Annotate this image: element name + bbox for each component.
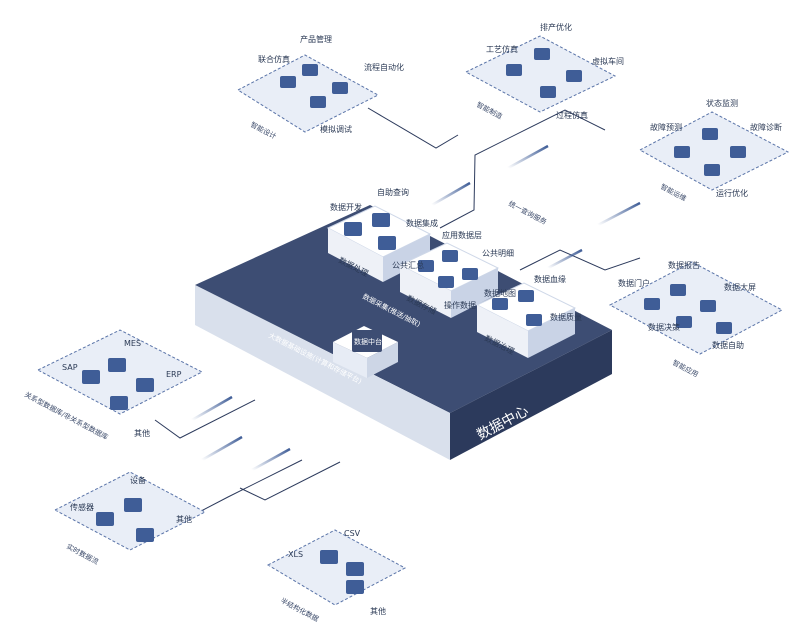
mfg-caption: 智能制造 — [475, 100, 504, 121]
rt-item-sensor: 传感器 — [70, 502, 94, 512]
semi-item-csv: CSV — [344, 529, 361, 538]
ops-item-predict: 故障预测 — [650, 122, 682, 132]
mfg-item-flowsim: 过程仿真 — [556, 110, 588, 120]
cluster-sys — [36, 329, 204, 415]
governance-item-quality: 数据质量 — [550, 312, 582, 322]
sys-item-mes: MES — [124, 339, 141, 348]
ops-item-diagnose: 故障诊断 — [750, 122, 782, 132]
design-item-debug: 模拟调试 — [320, 124, 352, 134]
block-processing — [326, 205, 432, 282]
rt-caption: 实时数据流 — [65, 542, 100, 566]
block-storage — [398, 242, 500, 318]
semi-item-xls: XLS — [288, 550, 303, 559]
connectors — [154, 107, 641, 536]
mfg-item-process: 工艺仿真 — [486, 44, 518, 54]
app-caption: 智能应用 — [671, 358, 700, 379]
sys-item-erp: ERP — [166, 370, 182, 379]
data-mid-label: 数据中台 — [354, 337, 382, 346]
platform-left-side — [195, 285, 450, 460]
shared-query-label: 统一查询服务 — [507, 199, 548, 227]
data-center-platform — [195, 205, 612, 460]
design-caption: 智能设计 — [249, 120, 278, 141]
governance-item-lineage: 数据血缘 — [534, 274, 566, 284]
design-item-product: 产品管理 — [300, 34, 332, 44]
rt-item-device: 设备 — [130, 475, 146, 485]
design-item-cosim: 联合仿真 — [258, 54, 290, 64]
design-item-flow: 流程自动化 — [364, 62, 404, 72]
semi-caption: 半结构化数据 — [279, 596, 320, 624]
cluster-rt — [53, 471, 207, 551]
ops-item-optimize: 运行优化 — [716, 188, 748, 198]
platform-right-side — [450, 330, 612, 460]
rt-item-other: 其他 — [176, 514, 192, 524]
app-item-report: 数据报告 — [668, 260, 700, 270]
app-item-self: 数据自助 — [712, 340, 744, 350]
app-item-decision: 数据决策 — [648, 322, 680, 332]
data-mid-cube — [333, 326, 398, 378]
cluster-ops — [638, 111, 790, 191]
flow-arrows — [191, 144, 641, 472]
cluster-app — [608, 261, 784, 355]
sys-item-sap: SAP — [62, 363, 78, 372]
block-governance — [475, 282, 577, 358]
app-item-portal: 数据门户 — [618, 278, 650, 288]
storage-item-ops: 操作数据 — [444, 300, 476, 310]
storage-item-detail: 公共明细 — [482, 248, 514, 258]
governance-item-map: 数据地图 — [484, 288, 516, 298]
processing-item-query: 自助查询 — [377, 187, 409, 197]
mfg-item-schedule: 排产优化 — [540, 22, 572, 32]
storage-item-applayer: 应用数据层 — [442, 230, 482, 240]
mfg-item-virtual: 虚拟车间 — [592, 56, 624, 66]
cluster-design — [236, 54, 380, 133]
cluster-mfg — [464, 35, 617, 113]
processing-item-dev: 数据开发 — [330, 202, 362, 212]
app-item-screen: 数据大屏 — [724, 282, 756, 292]
platform-top — [195, 205, 612, 413]
sys-item-other: 其他 — [134, 428, 150, 438]
processing-item-integrate: 数据集成 — [406, 218, 438, 228]
ops-item-monitor: 状态监测 — [706, 98, 738, 108]
ops-caption: 智能运维 — [659, 182, 688, 203]
cluster-semi — [266, 529, 407, 606]
storage-item-summary: 公共汇总 — [392, 260, 424, 270]
semi-item-other: 其他 — [370, 606, 386, 616]
